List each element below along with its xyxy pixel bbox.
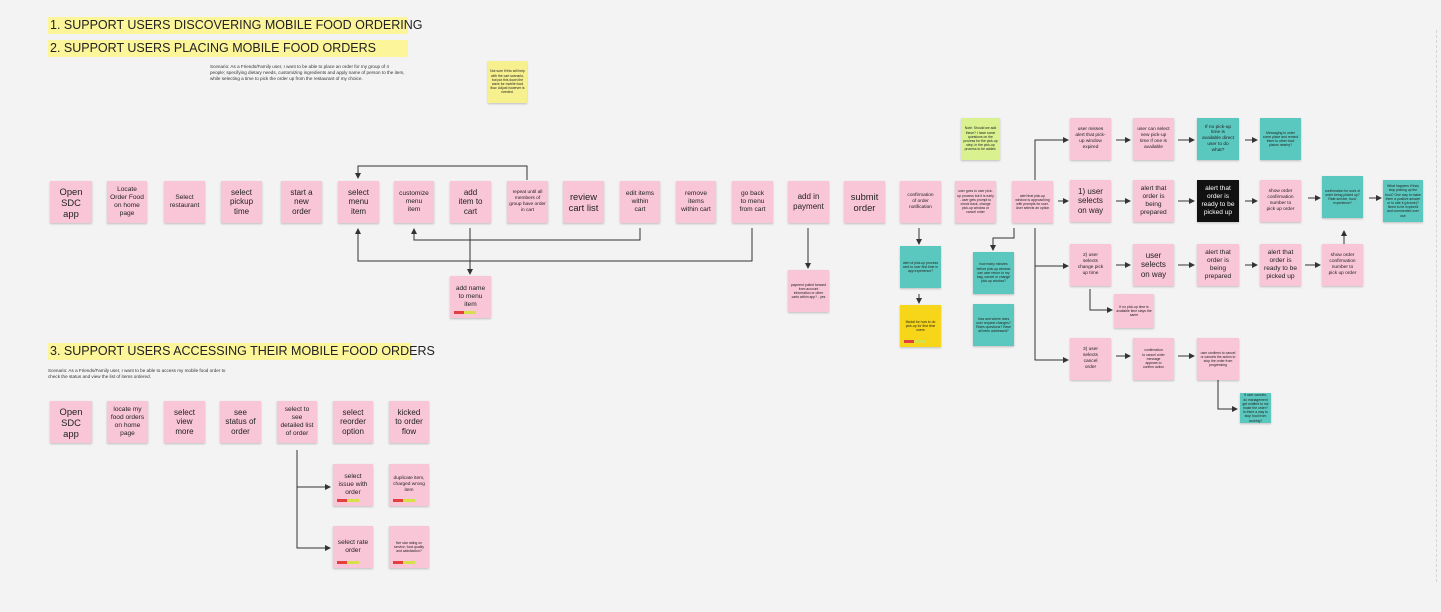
sticky-add-in-payment[interactable]: add in payment	[788, 181, 829, 223]
connector-back-to-menu	[355, 228, 753, 262]
sticky-user-goes-early[interactable]: user goes to user pick-up process but it…	[955, 181, 996, 223]
connector-window-to-cancel	[1034, 266, 1069, 363]
sticky-open-app-2[interactable]: Open SDC app	[50, 401, 92, 443]
sticky-if-no-pickup-2[interactable]: If no pick-up time is available time sta…	[1114, 294, 1154, 328]
section-heading-placing: 2. SUPPORT USERS PLACING MOBILE FOOD ORD…	[48, 40, 408, 57]
sticky-alert-ready-1[interactable]: alert that order is ready to be picked u…	[1197, 180, 1239, 222]
sticky-alert-being-prepared-1[interactable]: alert that order is being prepared	[1133, 180, 1174, 222]
sticky-start-new-order[interactable]: start a new order	[281, 181, 322, 223]
connector-detailed-to-issue	[296, 450, 331, 490]
sticky-add-name-to-item[interactable]: add name to menu item	[450, 276, 491, 318]
sticky-note-not-sure[interactable]: Not sure if this will help with the cart…	[488, 61, 527, 103]
connector-window-to-change	[1034, 228, 1069, 269]
sticky-confirmation-picked-up[interactable]: confirmation for work of order being pic…	[1322, 176, 1363, 218]
connector-window-to-misses	[1034, 137, 1069, 180]
scenario-placing: Scenario: As a Friends/Family user, I wa…	[210, 64, 405, 82]
sticky-note-lime[interactable]: Note: Should we add these? I have some q…	[961, 118, 1000, 160]
sticky-select-restaurant[interactable]: Select restaurant	[164, 181, 205, 223]
sticky-repeat-until[interactable]: repeat until all members of group have o…	[507, 181, 548, 223]
sticky-kicked-to-order-flow[interactable]: kicked to order flow	[389, 401, 429, 443]
sticky-see-status[interactable]: see status of order	[220, 401, 261, 443]
sticky-show-confirmation-2[interactable]: show order confirmation number to pick u…	[1322, 244, 1363, 286]
sticky-show-confirmation-1[interactable]: show order confirmation number to pick u…	[1260, 180, 1301, 222]
sticky-alert-being-prepared-2[interactable]: alert that order is being prepared	[1197, 244, 1239, 286]
sticky-submit-order[interactable]: submit order	[844, 181, 885, 223]
sticky-change-pickup-time[interactable]: 2) user selects change pick up time	[1070, 244, 1111, 286]
sticky-remove-items[interactable]: remove items within cart	[676, 181, 716, 223]
priority-bar	[393, 499, 415, 502]
sticky-edit-items[interactable]: edit items within cart	[620, 181, 660, 223]
sticky-select-menu-item[interactable]: select menu item	[338, 181, 379, 223]
section-heading-discovering: 1. SUPPORT USERS DISCOVERING MOBILE FOOD…	[48, 17, 423, 34]
priority-bar	[454, 311, 476, 314]
scenario-accessing: Scenario: As a Friends/Family user, I wa…	[48, 368, 226, 380]
sticky-select-detailed-list[interactable]: select to see detailed list of order	[277, 401, 317, 443]
section-heading-accessing: 3. SUPPORT USERS ACCESSING THEIR MOBILE …	[48, 343, 435, 360]
sticky-select-view-more[interactable]: select view more	[164, 401, 205, 443]
sticky-go-back-to-menu[interactable]: go back to menu from cart	[732, 181, 773, 223]
sticky-five-star-rating[interactable]: five star rating on service, food qualit…	[389, 526, 429, 568]
sticky-select-reorder[interactable]: select reorder option	[333, 401, 373, 443]
connector-change-to-ifno2	[1089, 289, 1113, 313]
sticky-select-issue[interactable]: select issue with order	[333, 464, 373, 506]
sticky-what-happens[interactable]: What happens if they stop picking up the…	[1383, 180, 1423, 222]
sticky-alert-ready-2[interactable]: alert that order is ready to be picked u…	[1260, 244, 1301, 286]
sticky-select-rate-order[interactable]: select rate order	[333, 526, 373, 568]
sticky-user-selects-cancel[interactable]: 3) user selects cancel order	[1070, 338, 1111, 380]
sticky-if-no-pickup[interactable]: If no pick-up time is available direct u…	[1197, 118, 1239, 160]
sticky-if-user-cancels[interactable]: If user cancels, do management get notif…	[1240, 393, 1271, 423]
sticky-alert-pickup-process[interactable]: alert of pick-up process sent to user fi…	[900, 246, 941, 288]
sticky-review-cart-list[interactable]: review cart list	[563, 181, 604, 223]
priority-bar	[904, 340, 926, 343]
sticky-user-misses-alert[interactable]: user misses alert that pick- up window e…	[1070, 118, 1111, 160]
connector-edit-to-customize	[411, 228, 641, 241]
connector-window-to-howmany	[990, 228, 1015, 251]
sticky-confirmation-notification[interactable]: confirmation of order notification	[900, 181, 941, 223]
sticky-user-can-select[interactable]: user can select new pick-up time if one …	[1133, 118, 1174, 160]
sticky-payment-pulled[interactable]: payment pulled forward from account info…	[788, 270, 829, 312]
sticky-user-selects-on-way[interactable]: 1) user selects on way	[1070, 180, 1111, 222]
sticky-add-item-to-cart[interactable]: add item to cart	[450, 181, 491, 223]
sticky-messaging[interactable]: Messaging to order come place and remind…	[1260, 118, 1301, 160]
sticky-user-confirms-cancel[interactable]: user confirms to cancel or cancels the a…	[1197, 338, 1239, 380]
sticky-select-pickup-time[interactable]: select pickup time	[221, 181, 262, 223]
sticky-duplicate-item[interactable]: duplicate item, charged wrong item	[389, 464, 429, 506]
connector-confirms-to-ifuser	[1217, 380, 1238, 412]
sticky-locate-food-orders[interactable]: locate my food orders on home page	[107, 401, 148, 443]
sticky-customize-menu-item[interactable]: customize menu item	[394, 181, 434, 223]
sticky-open-app[interactable]: Open SDC app	[50, 181, 92, 223]
sticky-locate-order-food[interactable]: Locate Order Food on home page	[107, 181, 147, 223]
sticky-how-many-minutes[interactable]: how many minutes before pick-up window c…	[973, 252, 1014, 294]
priority-bar	[393, 561, 415, 564]
priority-bar	[337, 561, 359, 564]
connector-repeat-to-menu	[355, 165, 528, 180]
sticky-modal-first-time[interactable]: Modal for how to do pick-up for first ti…	[900, 305, 941, 347]
sticky-confirmation-cancel[interactable]: confirmation to cancel order message app…	[1133, 338, 1174, 380]
sticky-how-where-changes[interactable]: how and where does user request changes?…	[973, 304, 1014, 346]
priority-bar	[337, 499, 359, 502]
connector-detailed-to-rate	[296, 487, 331, 551]
sticky-user-selects-on-way-2[interactable]: user selects on way	[1133, 244, 1174, 286]
sticky-alert-pickup-window[interactable]: alert that pick-up window is approaching…	[1012, 181, 1053, 223]
board-edge-divider	[1436, 30, 1441, 582]
